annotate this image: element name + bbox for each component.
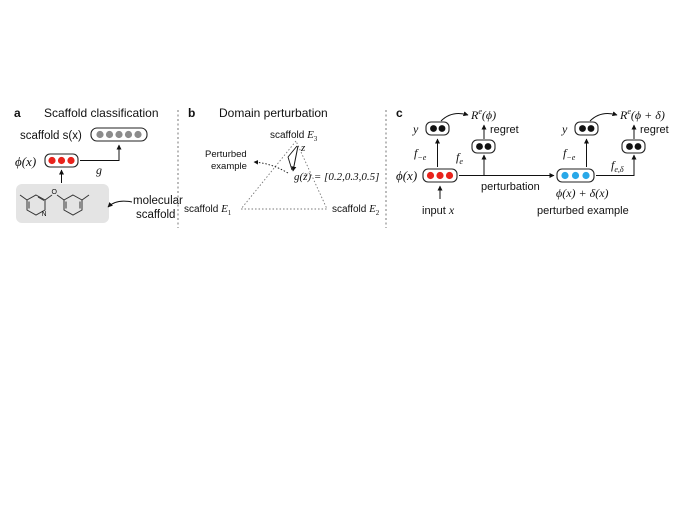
phi-dot bbox=[57, 156, 66, 165]
gz-label: g(z̃) = [0.2,0.3,0.5] bbox=[294, 171, 379, 183]
phi-embedding-vector bbox=[44, 153, 79, 168]
phi-x-label: ϕ(x) bbox=[15, 154, 36, 169]
g-arrow bbox=[80, 144, 122, 161]
perturbed-label-2: example bbox=[211, 161, 247, 172]
panel-c-letter: c bbox=[396, 106, 403, 120]
regret2-label: regret bbox=[640, 124, 669, 136]
z-perturb-arrow bbox=[291, 145, 299, 172]
f-e-delta-arrow bbox=[596, 154, 637, 176]
oxygen-atom: O bbox=[52, 189, 58, 196]
y2-vector bbox=[574, 121, 599, 136]
panel-a-letter: a bbox=[14, 106, 21, 120]
vertex-e2-label: scaffold E2 bbox=[332, 203, 380, 217]
molecule-structure bbox=[19, 194, 90, 216]
scaffold-class-vector bbox=[90, 127, 148, 142]
z-side-line bbox=[287, 145, 298, 158]
nitrogen-atom: N bbox=[42, 211, 47, 218]
phi-dot bbox=[67, 156, 75, 165]
y-label: y bbox=[412, 122, 419, 136]
y-vector bbox=[425, 121, 450, 136]
scaffold-dot bbox=[134, 130, 142, 139]
perturbed-label-1: Perturbed bbox=[205, 149, 247, 160]
phi-dot bbox=[48, 156, 56, 165]
input-x-label: input x bbox=[422, 203, 455, 217]
z-label: z bbox=[300, 142, 306, 154]
molecular-label-1: molecular bbox=[133, 195, 183, 207]
panel-b: b Domain perturbation scaffold E3 scaffo… bbox=[184, 106, 380, 217]
f-neg-e-label: f−e bbox=[414, 146, 427, 162]
scaffold-dot bbox=[96, 130, 104, 139]
g-label: g bbox=[96, 163, 102, 177]
molecular-scaffold-arrow bbox=[107, 200, 133, 208]
env-vector bbox=[471, 139, 496, 154]
risk-label: Re(ϕ) bbox=[470, 107, 496, 122]
z-side-line-2 bbox=[287, 156, 293, 171]
simplex-triangle bbox=[240, 140, 328, 210]
risk2-arrow bbox=[589, 111, 618, 122]
panel-c: c y Re(ϕ) f−e ϕ(x) fe bbox=[396, 106, 669, 217]
phi-x-label-c: ϕ(x) bbox=[396, 168, 417, 183]
scaffold-dot bbox=[115, 130, 123, 139]
panel-a-title: Scaffold classification bbox=[44, 106, 159, 120]
perturbed-example-arrow bbox=[253, 160, 289, 174]
molecule-box bbox=[16, 184, 109, 223]
panel-b-title: Domain perturbation bbox=[219, 106, 328, 120]
vertex-e3-label: scaffold E3 bbox=[270, 129, 318, 143]
risk-arrow bbox=[440, 111, 469, 122]
f-e-label: fe bbox=[456, 150, 463, 166]
risk2-label: Re(ϕ + δ) bbox=[619, 107, 665, 122]
env2-vector bbox=[621, 139, 646, 154]
panel-a: a Scaffold classification scaffold s(x) … bbox=[14, 106, 183, 223]
scaffold-dot bbox=[105, 130, 114, 139]
panel-b-letter: b bbox=[188, 106, 195, 120]
scaffold-s-label: scaffold s(x) bbox=[20, 130, 82, 142]
vertex-e1-label: scaffold E1 bbox=[184, 203, 232, 217]
scaffold-dot bbox=[124, 130, 133, 139]
f-e-delta-label: fe,δ bbox=[611, 158, 624, 174]
perturbation-label: perturbation bbox=[481, 181, 540, 193]
regret-label: regret bbox=[490, 124, 519, 136]
phi-blue-vector bbox=[556, 168, 595, 183]
molecular-label-2: scaffold bbox=[136, 209, 175, 221]
phi-red-vector bbox=[422, 168, 458, 183]
phi-delta-label: ϕ(x) + δ(x) bbox=[556, 186, 609, 200]
f-neg-e2-label: f−e bbox=[563, 146, 576, 162]
y2-label: y bbox=[561, 122, 568, 136]
perturbed-example-label: perturbed example bbox=[537, 205, 629, 217]
